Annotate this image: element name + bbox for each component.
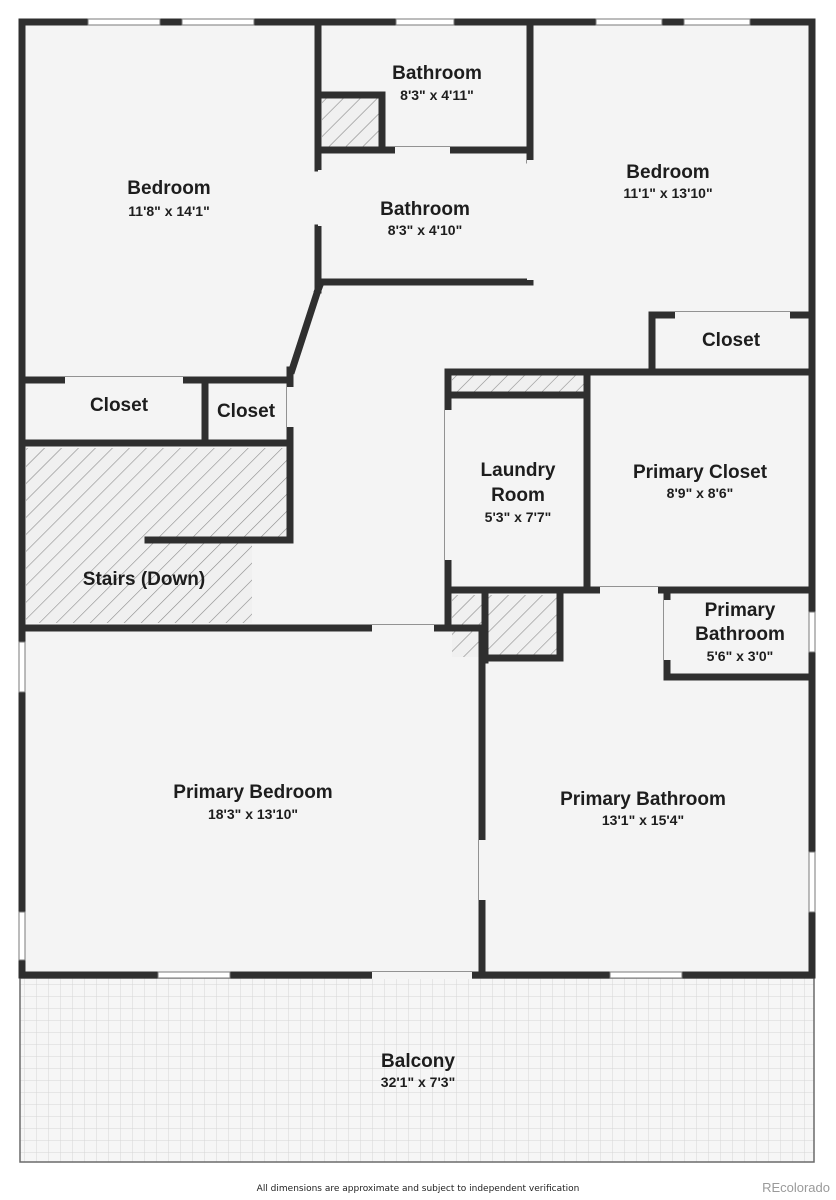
balcony-area xyxy=(19,977,815,1163)
dimensions-disclaimer: All dimensions are approximate and subje… xyxy=(256,1184,580,1194)
room-name-bathroom-mid: Bathroom xyxy=(380,199,470,220)
room-name-closet-w2: Closet xyxy=(217,401,276,422)
windows xyxy=(18,18,816,979)
room-dims-bedroom-nw: 11'8" x 14'1" xyxy=(128,203,209,219)
room-dims-primary-closet: 8'9" x 8'6" xyxy=(667,485,734,501)
room-dims-laundry: 5'3" x 7'7" xyxy=(485,509,552,525)
room-dims-primary-bathroom: 13'1" x 15'4" xyxy=(602,812,684,828)
room-name-primary-bathroom: Primary Bathroom xyxy=(560,789,726,810)
room-dims-bathroom-mid: 8'3" x 4'10" xyxy=(388,222,462,238)
room-dims-balcony: 32'1" x 7'3" xyxy=(381,1074,455,1090)
room-name-stairs: Stairs (Down) xyxy=(83,569,205,590)
room-name-primary-bath-small-line2: Bathroom xyxy=(695,624,785,645)
shaft-hatch-top xyxy=(322,97,379,152)
stairs-hatch xyxy=(26,448,288,623)
room-name-laundry-line1: Laundry xyxy=(481,460,556,481)
room-dims-primary-bath-small: 5'6" x 3'0" xyxy=(707,648,774,664)
room-name-primary-bedroom: Primary Bedroom xyxy=(173,782,332,803)
room-name-primary-closet: Primary Closet xyxy=(633,462,768,483)
room-name-bedroom-ne: Bedroom xyxy=(626,162,709,183)
shaft-hatch-mid xyxy=(452,375,584,393)
room-dims-bathroom-top: 8'3" x 4'11" xyxy=(400,87,474,103)
room-dims-bedroom-ne: 11'1" x 13'10" xyxy=(623,185,712,201)
room-name-bathroom-top: Bathroom xyxy=(392,63,482,84)
room-name-primary-bath-small-line1: Primary xyxy=(705,600,776,621)
room-name-closet-w1: Closet xyxy=(90,395,149,416)
room-name-balcony: Balcony xyxy=(381,1051,455,1072)
room-name-laundry-line2: Room xyxy=(491,485,545,506)
room-name-bedroom-nw: Bedroom xyxy=(127,178,210,199)
openings xyxy=(65,147,790,979)
room-name-closet-ne: Closet xyxy=(702,330,761,351)
room-dims-primary-bedroom: 18'3" x 13'10" xyxy=(208,806,298,822)
brand-watermark: REcolorado xyxy=(762,1180,830,1195)
